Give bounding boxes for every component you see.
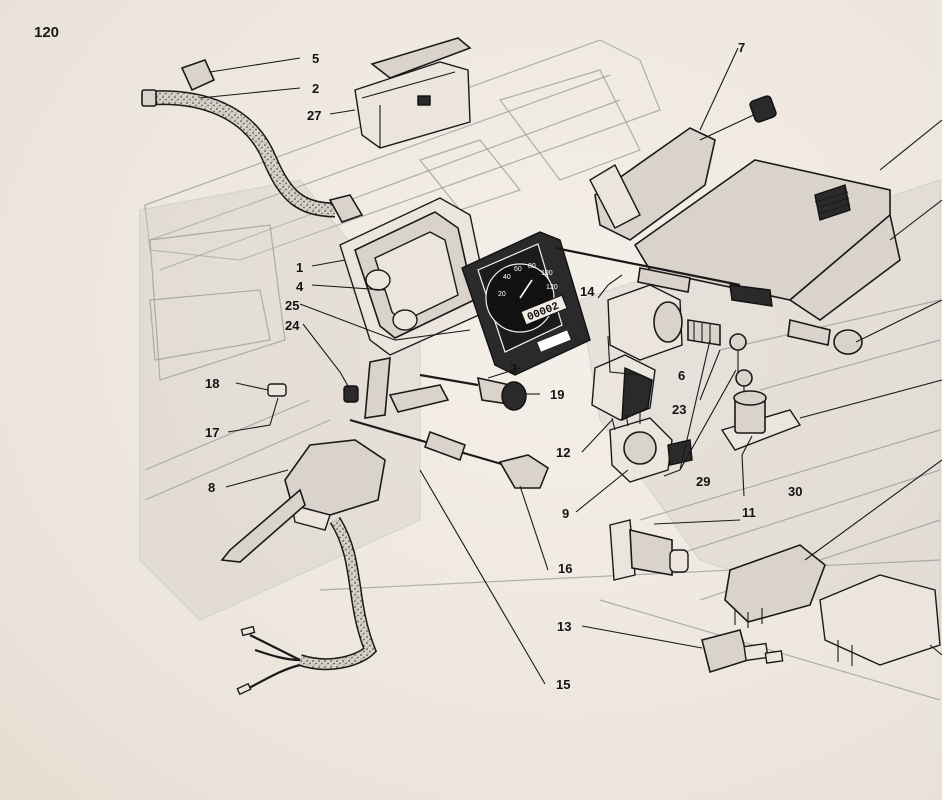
dial-number-20: 20 xyxy=(498,291,506,298)
callout-4: 4 xyxy=(296,279,304,294)
part-18-clip xyxy=(267,383,287,397)
callout-3: 3 xyxy=(510,361,517,376)
callout-15: 15 xyxy=(556,677,570,692)
callout-23: 23 xyxy=(672,402,686,417)
leader-lines xyxy=(199,47,942,685)
callout-7: 7 xyxy=(738,40,745,55)
part-12-relay xyxy=(591,354,656,422)
glove-box xyxy=(633,159,901,321)
callout-9: 9 xyxy=(562,506,569,521)
callout-2: 2 xyxy=(312,81,319,96)
part-7-column-shroud xyxy=(589,95,777,241)
callout-30: 30 xyxy=(788,484,802,499)
part-6-ignition-housing xyxy=(607,284,721,361)
part-13-stoplight-switch xyxy=(701,629,784,674)
callout-6: 6 xyxy=(678,368,685,383)
callout-17: 17 xyxy=(205,425,219,440)
callout-24: 24 xyxy=(285,318,300,333)
part-16-knob xyxy=(498,454,549,489)
fuse-box xyxy=(819,574,941,666)
part-5-grommet xyxy=(180,59,216,92)
callout-25: 25 xyxy=(285,298,299,313)
part-8-combination-switch xyxy=(220,439,386,696)
part-27-ashtray xyxy=(354,37,472,149)
page-number: 120 xyxy=(34,24,60,41)
part-11-push-switch xyxy=(609,519,689,581)
callout-11: 11 xyxy=(742,505,756,520)
callout-29: 29 xyxy=(696,474,710,489)
part-3-speedometer: 00002 20 40 60 80 100 120 xyxy=(461,231,591,376)
callout-8: 8 xyxy=(208,480,215,495)
part-14-choke-cable xyxy=(554,246,773,307)
knob-right xyxy=(787,319,863,355)
callout-16: 16 xyxy=(558,561,572,576)
callout-12: 12 xyxy=(556,445,570,460)
part-24-bushing xyxy=(343,385,359,403)
dial-number-40: 40 xyxy=(503,274,511,281)
callout-13: 13 xyxy=(557,619,571,634)
callout-27: 27 xyxy=(307,108,321,123)
callout-19: 19 xyxy=(550,387,564,402)
part-2-speedometer-cable xyxy=(141,89,364,223)
part-29-ignition-keys xyxy=(729,333,753,396)
callout-14: 14 xyxy=(580,284,595,299)
flasher-unit xyxy=(724,544,826,628)
dial-number-120: 120 xyxy=(546,284,558,291)
callout-5: 5 xyxy=(312,51,319,66)
callout-1: 1 xyxy=(296,260,303,275)
part-25-bracket xyxy=(364,357,450,419)
callout-labels: 5 2 27 7 1 4 25 24 18 17 8 3 19 14 6 23 … xyxy=(205,40,802,692)
part-1-instrument-frame xyxy=(339,197,491,356)
dial-number-80: 80 xyxy=(528,263,536,270)
dial-number-100: 100 xyxy=(541,270,553,277)
part-19-warning-lamp xyxy=(419,373,527,411)
callout-18: 18 xyxy=(205,376,219,391)
part-30-steering-lock xyxy=(720,390,802,451)
dial-number-60: 60 xyxy=(514,266,522,273)
part-9-light-switch xyxy=(609,412,693,483)
part-15-control-cable xyxy=(349,418,506,467)
